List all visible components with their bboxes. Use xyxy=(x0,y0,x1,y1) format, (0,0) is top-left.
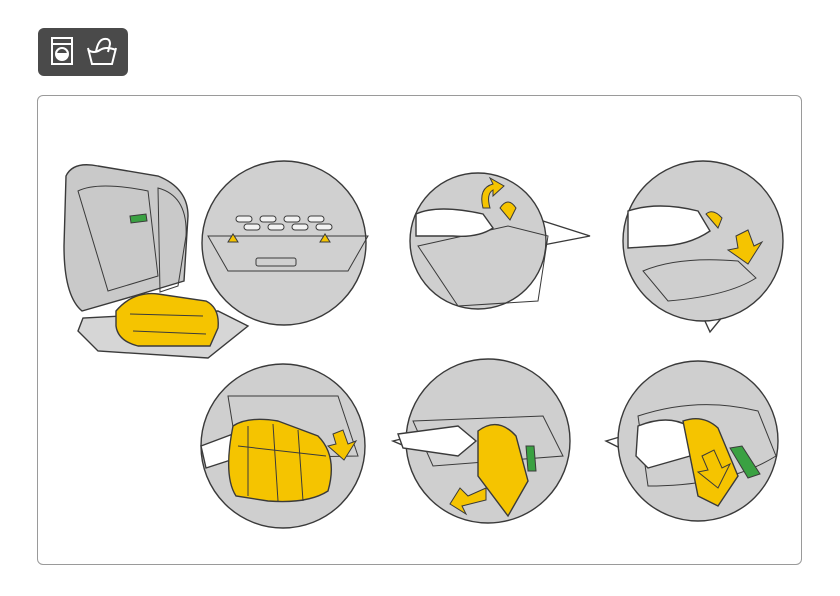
zoom-circle-1 xyxy=(202,161,366,325)
machine-wash-icon xyxy=(52,38,72,64)
step-1-zoom xyxy=(202,161,368,325)
instruction-frame xyxy=(37,95,802,565)
step-4-pull-cushion xyxy=(201,364,365,528)
instruction-illustration xyxy=(38,96,803,566)
step-3-push-clip xyxy=(623,161,783,332)
care-symbols-badge xyxy=(38,28,128,76)
seat-cushion-yellow xyxy=(116,294,218,346)
step-6-peel-side xyxy=(606,361,778,521)
zoom-circle-2 xyxy=(410,173,546,309)
step-2-unhook xyxy=(410,173,590,309)
step-5-pull-sideways xyxy=(393,359,570,523)
strap-green xyxy=(130,214,147,223)
strap-green xyxy=(526,446,536,471)
hand xyxy=(416,209,493,236)
hand-wash-icon xyxy=(88,39,116,64)
